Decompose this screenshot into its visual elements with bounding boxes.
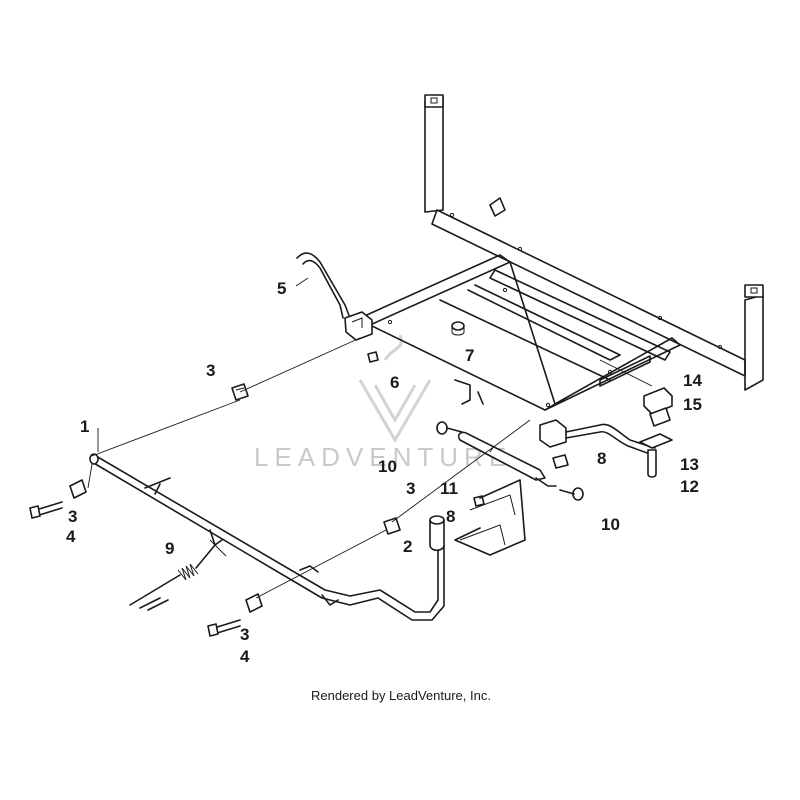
callout-12: 12 — [680, 477, 699, 496]
watermark-logo-icon — [358, 334, 432, 443]
credit-text: Rendered by LeadVenture, Inc. — [311, 688, 491, 703]
callout-11: 11 — [440, 479, 458, 498]
callout-5: 5 — [277, 279, 286, 298]
callout-3-lower: 3 — [240, 625, 249, 644]
nut-part-8-right — [552, 454, 569, 469]
lift-handle-upper — [296, 252, 656, 455]
callout-2: 2 — [403, 537, 412, 556]
handle-grip — [429, 515, 445, 552]
pin-part-12 — [647, 449, 657, 478]
bolt-left — [29, 501, 63, 519]
bumper-part-7 — [451, 321, 465, 336]
callout-3-upper: 3 — [206, 361, 215, 380]
callout-4-lower: 4 — [240, 647, 250, 666]
callout-9: 9 — [165, 539, 174, 558]
callout-8-left: 8 — [446, 507, 455, 526]
callout-14: 14 — [683, 371, 702, 390]
nut-part-6 — [367, 351, 379, 363]
callout-1: 1 — [80, 417, 89, 436]
leader-lines — [87, 277, 653, 599]
callout-10-lower: 10 — [601, 515, 620, 534]
mount-bracket — [454, 479, 526, 556]
bracket-lower — [245, 593, 263, 613]
rear-frame — [424, 94, 764, 391]
latch-part-15 — [649, 407, 671, 427]
callout-4-left: 4 — [66, 527, 76, 546]
bracket-left — [69, 479, 87, 499]
callout-6: 6 — [390, 373, 399, 392]
callout-3-left: 3 — [68, 507, 77, 526]
callout-10-upper: 10 — [378, 457, 397, 476]
nut-part-8-left — [473, 495, 485, 507]
watermark-text: LEADVENTURE — [254, 442, 512, 472]
lift-bar-lower — [89, 453, 445, 621]
gas-strut — [457, 431, 557, 487]
bolt-part-10-lower — [559, 487, 584, 501]
bolt-part-10-upper — [436, 421, 463, 435]
callout-13: 13 — [680, 455, 699, 474]
callout-8-right: 8 — [597, 449, 606, 468]
callout-7: 7 — [465, 346, 474, 365]
spring-part-9 — [129, 544, 216, 611]
bracket-right — [383, 517, 401, 535]
callout-labels: 1 2 3 3 3 3 4 4 5 6 7 8 8 9 10 10 11 12 … — [66, 279, 702, 666]
latch-part-14 — [643, 387, 673, 415]
callout-15: 15 — [683, 395, 702, 414]
plate-part-13 — [639, 433, 673, 449]
bolt-lower — [207, 619, 241, 637]
sub-frame — [359, 254, 681, 411]
callout-3-right: 3 — [406, 479, 415, 498]
